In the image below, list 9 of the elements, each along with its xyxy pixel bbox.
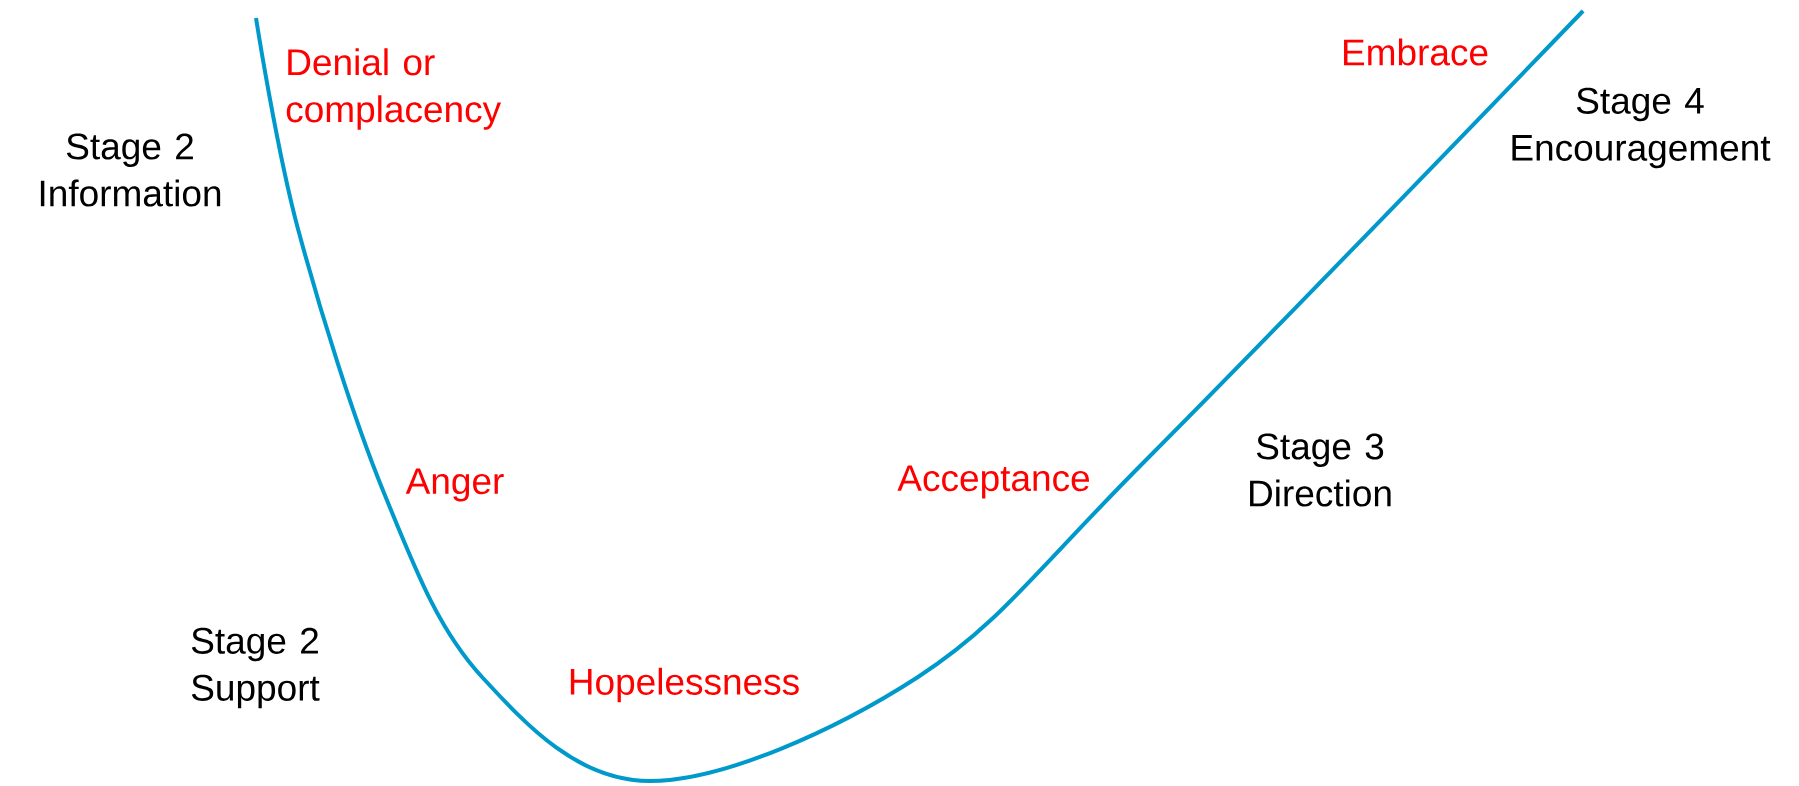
stage-emotion-label: Denial or complacency bbox=[286, 48, 502, 130]
stage-label: Stage 3 Direction bbox=[1250, 433, 1391, 507]
stage-emotion-label: Acceptance bbox=[897, 465, 1089, 499]
stage-label: Stage 2 Information bbox=[40, 133, 221, 207]
stage-emotion-label: Embrace bbox=[1344, 38, 1488, 66]
stage-emotion-label: Hopelessness bbox=[570, 667, 799, 703]
stage-label: Stage 4 Encouragement bbox=[1512, 87, 1771, 169]
stage-label: Stage 2 Support bbox=[191, 627, 320, 709]
stage-emotion-label: Anger bbox=[405, 468, 504, 502]
